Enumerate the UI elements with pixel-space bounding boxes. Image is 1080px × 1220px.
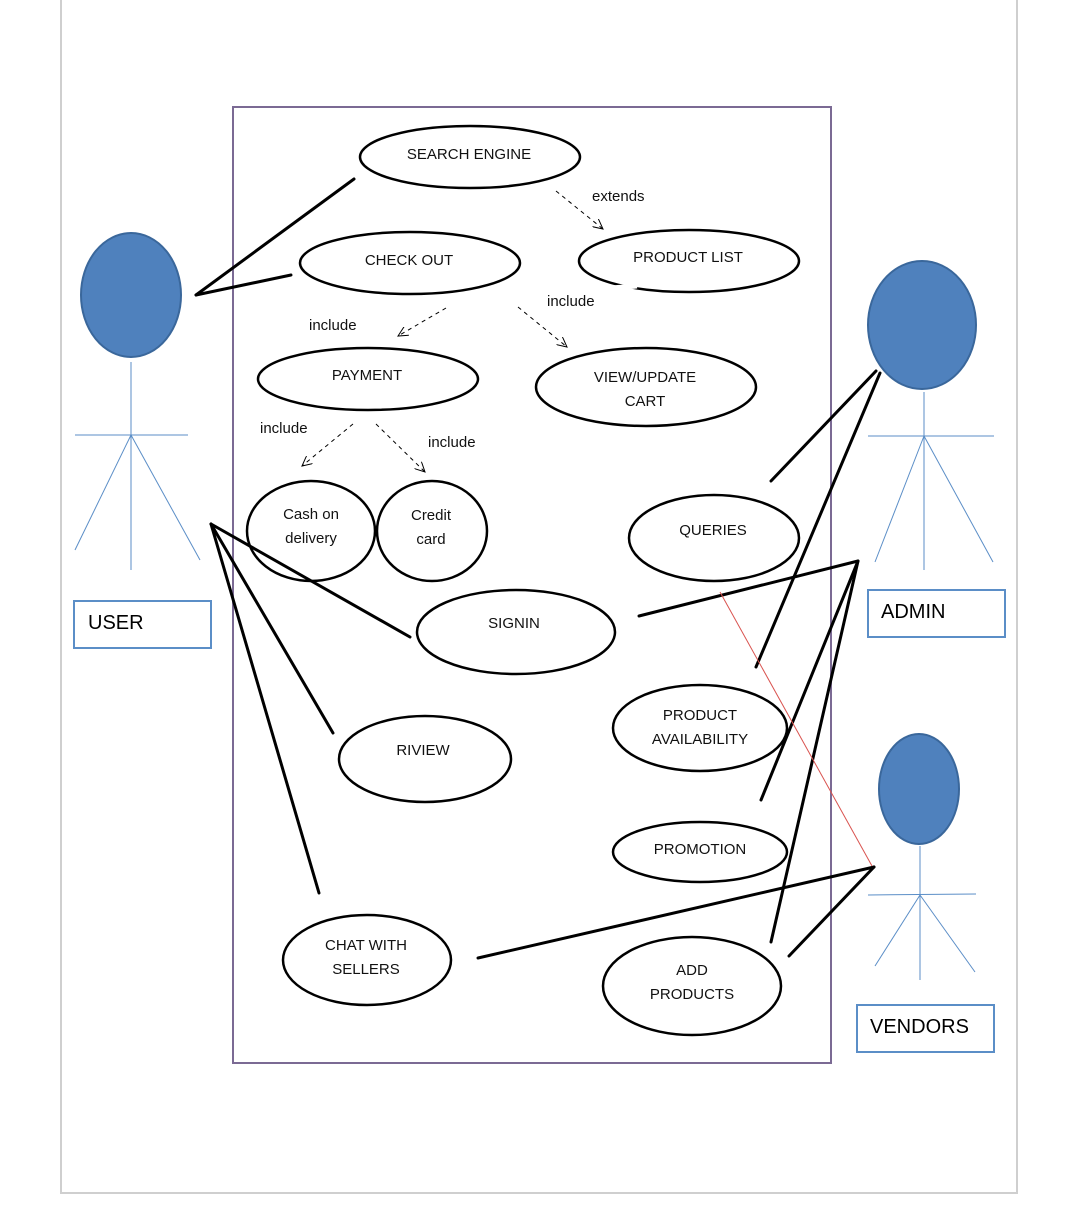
use-case-signin-label: SIGNIN — [488, 615, 540, 632]
assoc-vendors-chat-with-sellers — [476, 865, 876, 960]
user-head — [80, 232, 182, 358]
assoc-vendors-add-products — [787, 865, 876, 958]
include-arrow-checkout-payment — [398, 307, 447, 336]
include-arrow-payment-cash — [302, 423, 354, 466]
use-case-view-update-cart-label-line2: CART — [625, 393, 666, 410]
admin-label-box — [867, 589, 1006, 638]
use-case-chat-with-sellers-label-line1: CHAT WITH — [325, 937, 407, 954]
vendors-actor — [867, 733, 977, 980]
use-case-riview-label: RIVIEW — [396, 742, 450, 759]
use-case-riview — [337, 714, 513, 804]
use-case-payment-label: PAYMENT — [332, 367, 402, 384]
use-case-product-list — [577, 228, 801, 294]
use-case-promotion-label: PROMOTION — [654, 841, 747, 858]
assoc-user-riview — [209, 522, 335, 735]
user-label-box — [73, 600, 212, 649]
include-label-checkout-payment: include — [309, 317, 357, 334]
assoc-admin-add-products — [769, 559, 860, 944]
include-label-payment-cash: include — [260, 420, 308, 437]
assoc-user-search-engine — [194, 177, 356, 297]
assoc-user-signin — [209, 522, 412, 639]
use-case-check-out-label: CHECK OUT — [365, 252, 453, 269]
assoc-admin-queries — [769, 369, 878, 483]
use-case-view-update-cart — [534, 346, 758, 428]
use-case-product-list-label: PRODUCT LIST — [633, 249, 743, 266]
admin-label: ADMIN — [881, 601, 945, 623]
assoc-admin-promotion — [759, 559, 860, 802]
include-label-payment-card: include — [428, 434, 476, 451]
use-case-promotion — [611, 820, 789, 884]
assoc-vendors-queries — [719, 591, 873, 867]
user-label: USER — [88, 612, 144, 634]
include-label-checkout-cart: include — [547, 293, 595, 310]
use-case-queries-label: QUERIES — [679, 522, 747, 539]
vendors-label: VENDORS — [870, 1016, 969, 1038]
admin-actor — [867, 260, 994, 570]
use-case-credit-card-label-line2: card — [416, 531, 445, 548]
use-case-cash-on-delivery-label-line1: Cash on — [283, 506, 339, 523]
assoc-user-chat-with-sellers — [209, 522, 321, 895]
use-case-view-update-cart-label-line1: VIEW/UPDATE — [594, 369, 696, 386]
vendors-head — [878, 733, 960, 845]
include-arrow-payment-card — [375, 423, 425, 472]
use-case-product-availability — [611, 683, 789, 773]
assoc-user-check-out — [194, 273, 293, 297]
use-case-chat-with-sellers — [281, 913, 453, 1007]
use-case-search-engine-label: SEARCH ENGINE — [407, 146, 531, 163]
use-case-product-availability-label-line1: PRODUCT — [663, 707, 737, 724]
assoc-admin-product-availability — [754, 371, 882, 669]
use-case-payment — [256, 346, 480, 412]
use-case-add-products — [601, 935, 783, 1037]
use-case-product-availability-label-line2: AVAILABILITY — [652, 731, 748, 748]
use-case-credit-card — [375, 479, 489, 583]
use-case-add-products-label-line1: ADD — [676, 962, 708, 979]
extends-label: extends — [592, 188, 645, 205]
system-boundary — [232, 106, 832, 1064]
admin-head — [867, 260, 977, 390]
include-arrow-checkout-cart — [517, 306, 567, 347]
use-case-queries — [627, 493, 801, 583]
use-case-signin — [415, 588, 617, 676]
vendors-label-box — [856, 1004, 995, 1053]
use-case-chat-with-sellers-label-line2: SELLERS — [332, 961, 400, 978]
use-case-search-engine — [358, 124, 582, 190]
assoc-admin-signin — [637, 559, 860, 618]
user-actor — [74, 232, 201, 570]
use-case-check-out — [298, 230, 522, 296]
use-case-add-products-label-line2: PRODUCTS — [650, 986, 734, 1003]
use-case-cash-on-delivery-label-line2: delivery — [285, 530, 337, 547]
use-case-credit-card-label-line1: Credit — [411, 507, 452, 524]
extends-arrow — [555, 190, 603, 229]
